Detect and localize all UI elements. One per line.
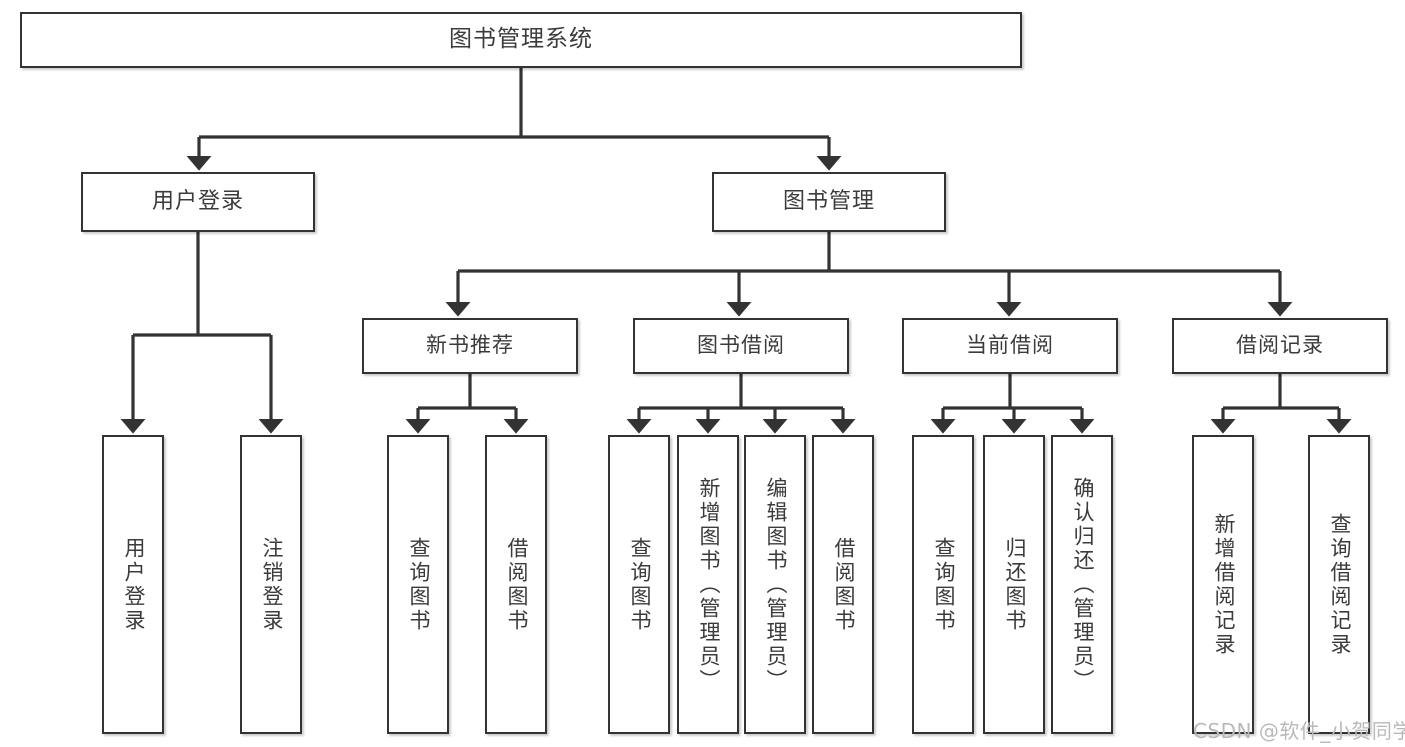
node-root[interactable]: 图书管理系统 <box>20 12 1022 68</box>
node-leaf-query-book-2[interactable]: 查询图书 <box>608 435 670 734</box>
node-leaf-query-book-1-label: 查询图书 <box>406 536 431 633</box>
node-leaf-user-login-label: 用户登录 <box>121 536 146 633</box>
node-new-book-recommend[interactable]: 新书推荐 <box>362 318 578 374</box>
node-leaf-user-logout-label: 注销登录 <box>259 536 284 633</box>
node-leaf-add-book-label: 新增图书（管理员） <box>696 476 721 693</box>
watermark: CSDN @软件_小贺同学 <box>1193 719 1405 743</box>
node-book-borrow-label: 图书借阅 <box>697 333 785 358</box>
node-borrow-record[interactable]: 借阅记录 <box>1172 318 1388 374</box>
node-leaf-borrow-book-2[interactable]: 借阅图书 <box>812 435 874 734</box>
node-leaf-add-record[interactable]: 新增借阅记录 <box>1192 435 1254 734</box>
node-current-borrow[interactable]: 当前借阅 <box>902 318 1118 374</box>
node-root-label: 图书管理系统 <box>449 26 593 53</box>
node-leaf-add-record-label: 新增借阅记录 <box>1211 512 1236 657</box>
node-leaf-user-login[interactable]: 用户登录 <box>102 435 164 734</box>
node-leaf-return-book-label: 归还图书 <box>1002 536 1027 633</box>
node-user-login-label: 用户登录 <box>151 188 244 214</box>
node-book-manage-label: 图书管理 <box>782 188 875 214</box>
node-leaf-confirm-return[interactable]: 确认归还（管理员） <box>1051 435 1113 734</box>
node-leaf-borrow-book-1-label: 借阅图书 <box>504 536 529 633</box>
node-user-login[interactable]: 用户登录 <box>81 172 315 232</box>
node-current-borrow-label: 当前借阅 <box>966 333 1054 358</box>
node-leaf-borrow-book-1[interactable]: 借阅图书 <box>485 435 547 734</box>
node-leaf-edit-book-label: 编辑图书（管理员） <box>763 476 788 693</box>
node-leaf-query-book-3-label: 查询图书 <box>931 536 956 633</box>
node-leaf-query-book-2-label: 查询图书 <box>627 536 652 633</box>
node-leaf-query-record[interactable]: 查询借阅记录 <box>1308 435 1370 734</box>
node-book-manage[interactable]: 图书管理 <box>712 172 946 232</box>
node-leaf-edit-book[interactable]: 编辑图书（管理员） <box>744 435 806 734</box>
node-leaf-return-book[interactable]: 归还图书 <box>983 435 1045 734</box>
node-book-borrow[interactable]: 图书借阅 <box>633 318 849 374</box>
node-leaf-borrow-book-2-label: 借阅图书 <box>831 536 856 633</box>
node-leaf-query-book-3[interactable]: 查询图书 <box>912 435 974 734</box>
node-leaf-confirm-return-label: 确认归还（管理员） <box>1070 476 1095 693</box>
node-borrow-record-label: 借阅记录 <box>1236 333 1324 358</box>
node-leaf-add-book[interactable]: 新增图书（管理员） <box>677 435 739 734</box>
node-leaf-query-record-label: 查询借阅记录 <box>1327 512 1352 657</box>
node-leaf-user-logout[interactable]: 注销登录 <box>240 435 302 734</box>
node-new-book-recommend-label: 新书推荐 <box>426 333 514 358</box>
node-leaf-query-book-1[interactable]: 查询图书 <box>387 435 449 734</box>
